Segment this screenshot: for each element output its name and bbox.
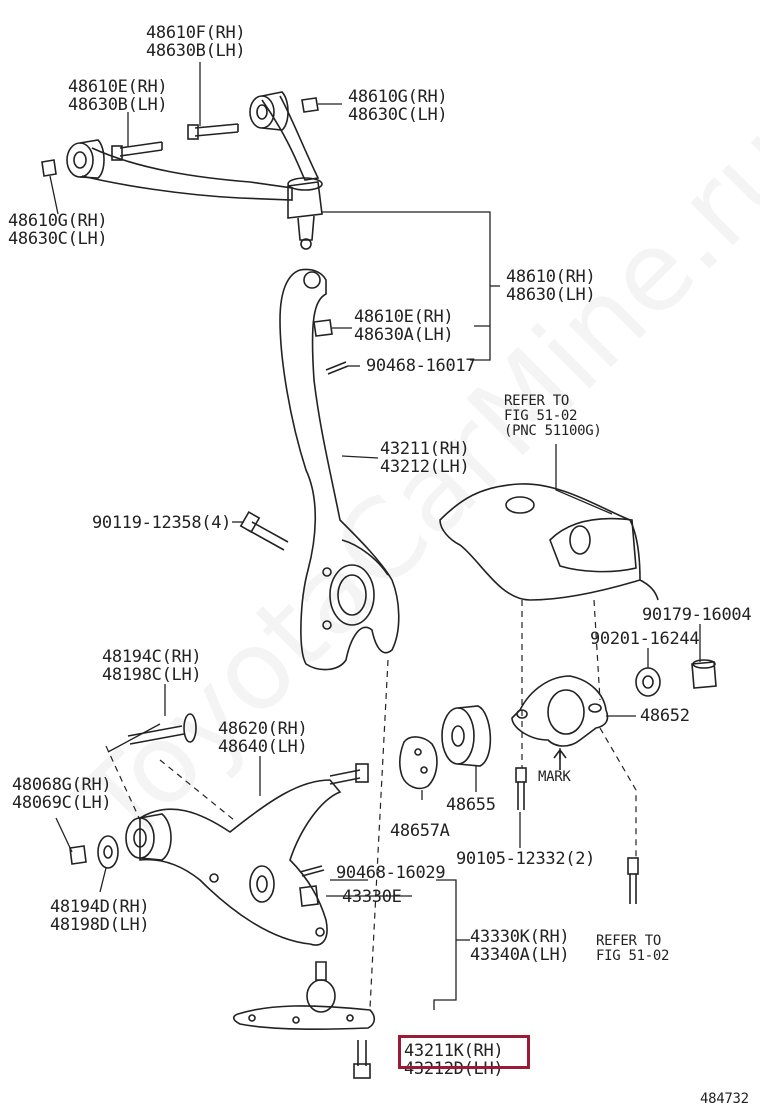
bolt-90119 [239,510,289,551]
bolt-right [627,857,639,904]
lower-control-arm [125,763,369,946]
label-43330k: 43330K(RH)43340A(LH) [470,927,570,965]
label-48610e-mid: 48610E(RH)48630A(LH) [354,307,454,345]
label-43211k[interactable]: 43211K(RH)43212D(LH) [404,1041,504,1079]
label-90179: 90179-16004 [642,605,752,625]
label-48068g: 48068G(RH)48069C(LH) [12,775,112,813]
steering-knuckle [279,268,400,671]
washer-48194d [69,835,119,869]
cotter-pin-16017 [325,361,349,375]
crossmember [439,483,659,601]
mark-arrow [553,748,567,770]
label-90468-16017: 90468-16017 [366,356,476,376]
label-48610g-left: 48610G(RH)48630C(LH) [8,211,108,249]
label-48610f: 48610F(RH)48630B(LH) [146,23,246,61]
label-48657a: 48657A [390,821,450,841]
upper-control-arm [66,91,323,250]
label-90468-16029: 90468-16029 [336,863,446,883]
highlight-box [398,1035,530,1069]
label-48610e-top: 48610E(RH)48630B(LH) [68,77,168,115]
ball-joint [232,961,376,1030]
diagram-id: 484732 [700,1091,749,1107]
label-48194c: 48194C(RH)48198C(LH) [102,647,202,685]
cotter-pin-16029 [299,865,325,907]
label-48655: 48655 [446,795,496,815]
label-48194d: 48194D(RH)48198D(LH) [50,897,150,935]
label-90105: 90105-12332(2) [456,849,596,869]
upper-bolts [41,97,319,177]
label-90119: 90119-12358(4) [92,513,232,533]
label-48610g-top: 48610G(RH)48630C(LH) [348,87,448,125]
bracket-48652 [511,675,609,747]
mark-label: MARK [538,769,571,785]
bushing-48655 [441,705,492,767]
label-43330e: 43330E [342,887,402,907]
label-48652: 48652 [640,706,690,726]
label-90201: 90201-16244 [590,629,700,649]
label-48610: 48610(RH)48630(LH) [506,267,596,305]
label-43211: 43211(RH)43212(LH) [380,439,470,477]
bolt-48194c [127,713,197,745]
stopper-48657a [399,736,438,790]
nut-48610e [313,319,333,337]
label-48620: 48620(RH)48640(LH) [218,719,308,757]
bolt-90105 [515,767,527,810]
leader-lines [49,62,701,1010]
dashed-lines [105,599,637,1009]
bolt-bottom [353,1040,371,1079]
